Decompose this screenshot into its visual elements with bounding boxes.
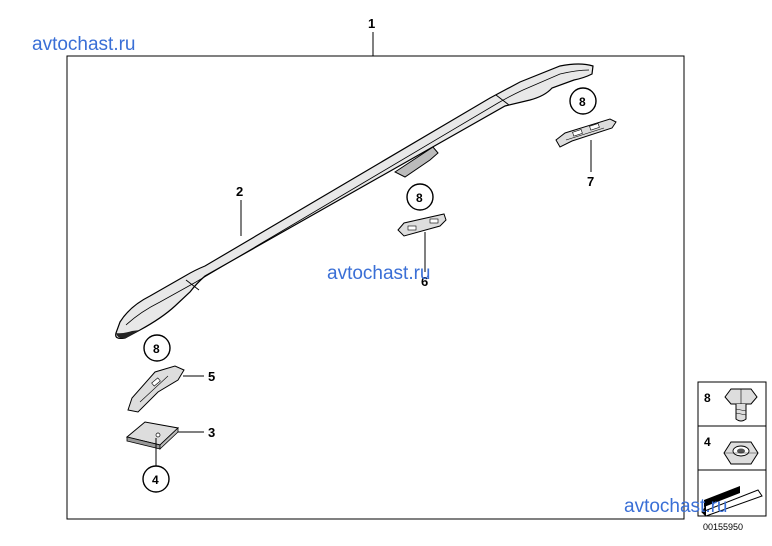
- callout-4-label: 4: [152, 473, 159, 487]
- watermark-top-left: avtochast.ru: [32, 34, 136, 55]
- document-number: 00155950: [703, 522, 743, 532]
- callout-5-label: 5: [208, 369, 215, 384]
- callout-8-circle-middle: [406, 183, 434, 211]
- callout-3-label: 3: [208, 425, 215, 440]
- bracket-5: [127, 365, 185, 413]
- watermark-bottom-right: avtochast.ru: [624, 496, 728, 517]
- callout-8-circle-top: [569, 87, 597, 115]
- legend-bolt-label: 8: [704, 391, 711, 405]
- callout-7-label: 7: [587, 174, 594, 189]
- callout-6-label: 6: [421, 274, 428, 289]
- legend-nut-label: 4: [704, 435, 711, 449]
- bracket-7: [555, 118, 617, 148]
- roof-rail: [115, 63, 594, 340]
- bolt-icon: [724, 388, 758, 422]
- callout-8-label-middle: 8: [416, 191, 423, 205]
- callout-8-circle-left: [143, 334, 171, 362]
- nut-icon: [723, 441, 759, 465]
- plate-3: [125, 421, 180, 450]
- diagram-frame: [66, 55, 685, 520]
- callout-8-label-left: 8: [153, 342, 160, 356]
- callout-2-label: 2: [236, 184, 243, 199]
- watermark-center: avtochast.ru: [327, 263, 431, 284]
- callout-1-label: 1: [368, 16, 375, 31]
- callout-8-label-top: 8: [579, 95, 586, 109]
- bracket-6: [397, 213, 447, 237]
- callout-4-circle: [142, 465, 170, 493]
- legend-panel: 8 4: [697, 381, 767, 517]
- shim-icon: [701, 486, 763, 517]
